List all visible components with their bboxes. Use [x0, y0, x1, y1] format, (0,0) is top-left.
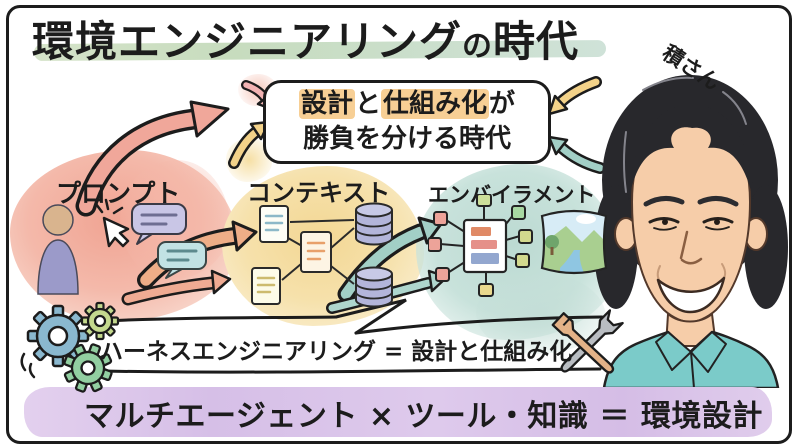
callout-line2: 勝負を分ける時代 — [302, 124, 511, 154]
shirt — [602, 330, 780, 388]
context-label: コンテキスト — [247, 179, 391, 207]
document-icon — [300, 231, 332, 273]
formula-text: ハーネスエンジニアリング = 設計と仕組み化 — [100, 339, 573, 365]
title-particle: の — [462, 29, 494, 64]
database-icon — [355, 202, 393, 246]
callout-mechanism: 仕組み化 — [381, 89, 490, 119]
hand-drawn-frame — [6, 5, 792, 444]
portrait-man — [594, 75, 788, 388]
document-icon — [251, 267, 281, 305]
hair-streaks — [623, 76, 747, 193]
environment-icons — [428, 194, 608, 297]
workflow-diagram-icon — [428, 194, 533, 297]
gears-icon — [20, 301, 120, 393]
gear-lime — [80, 301, 120, 341]
environment-label: エンバイラメント — [428, 183, 596, 207]
callout-box: 設計と仕組み化が 勝負を分ける時代 — [263, 80, 551, 164]
callout-design: 設計 — [298, 89, 355, 119]
database-icon — [355, 266, 393, 308]
context-icons — [251, 202, 393, 308]
landscape-panorama-icon — [540, 209, 608, 275]
gear-green — [63, 343, 113, 393]
chat-bubbles-icon — [131, 203, 207, 279]
title-main: 環境エンジニアリング — [32, 17, 463, 66]
hair-fringe — [628, 104, 754, 202]
smile — [656, 276, 726, 314]
callout-line1: 設計と仕組み化が — [298, 87, 516, 122]
title-era: 時代 — [493, 17, 580, 66]
callout-ga: が — [489, 89, 516, 119]
eyebrows — [643, 196, 739, 207]
user-icon — [37, 204, 79, 295]
bottom-banner-text: マルチエージェント × ツール・知識 ＝ 環境設計 — [84, 399, 763, 434]
document-icon — [259, 205, 289, 243]
gear-blue — [26, 304, 90, 368]
nose — [679, 230, 703, 265]
callout-to: と — [354, 89, 381, 119]
prompt-icons — [37, 198, 207, 295]
eyes — [648, 217, 734, 231]
bottom-banner-background — [24, 387, 772, 437]
page-title: 環境エンジニアリングの時代 — [32, 8, 579, 69]
cursor-click-icon — [94, 198, 130, 248]
